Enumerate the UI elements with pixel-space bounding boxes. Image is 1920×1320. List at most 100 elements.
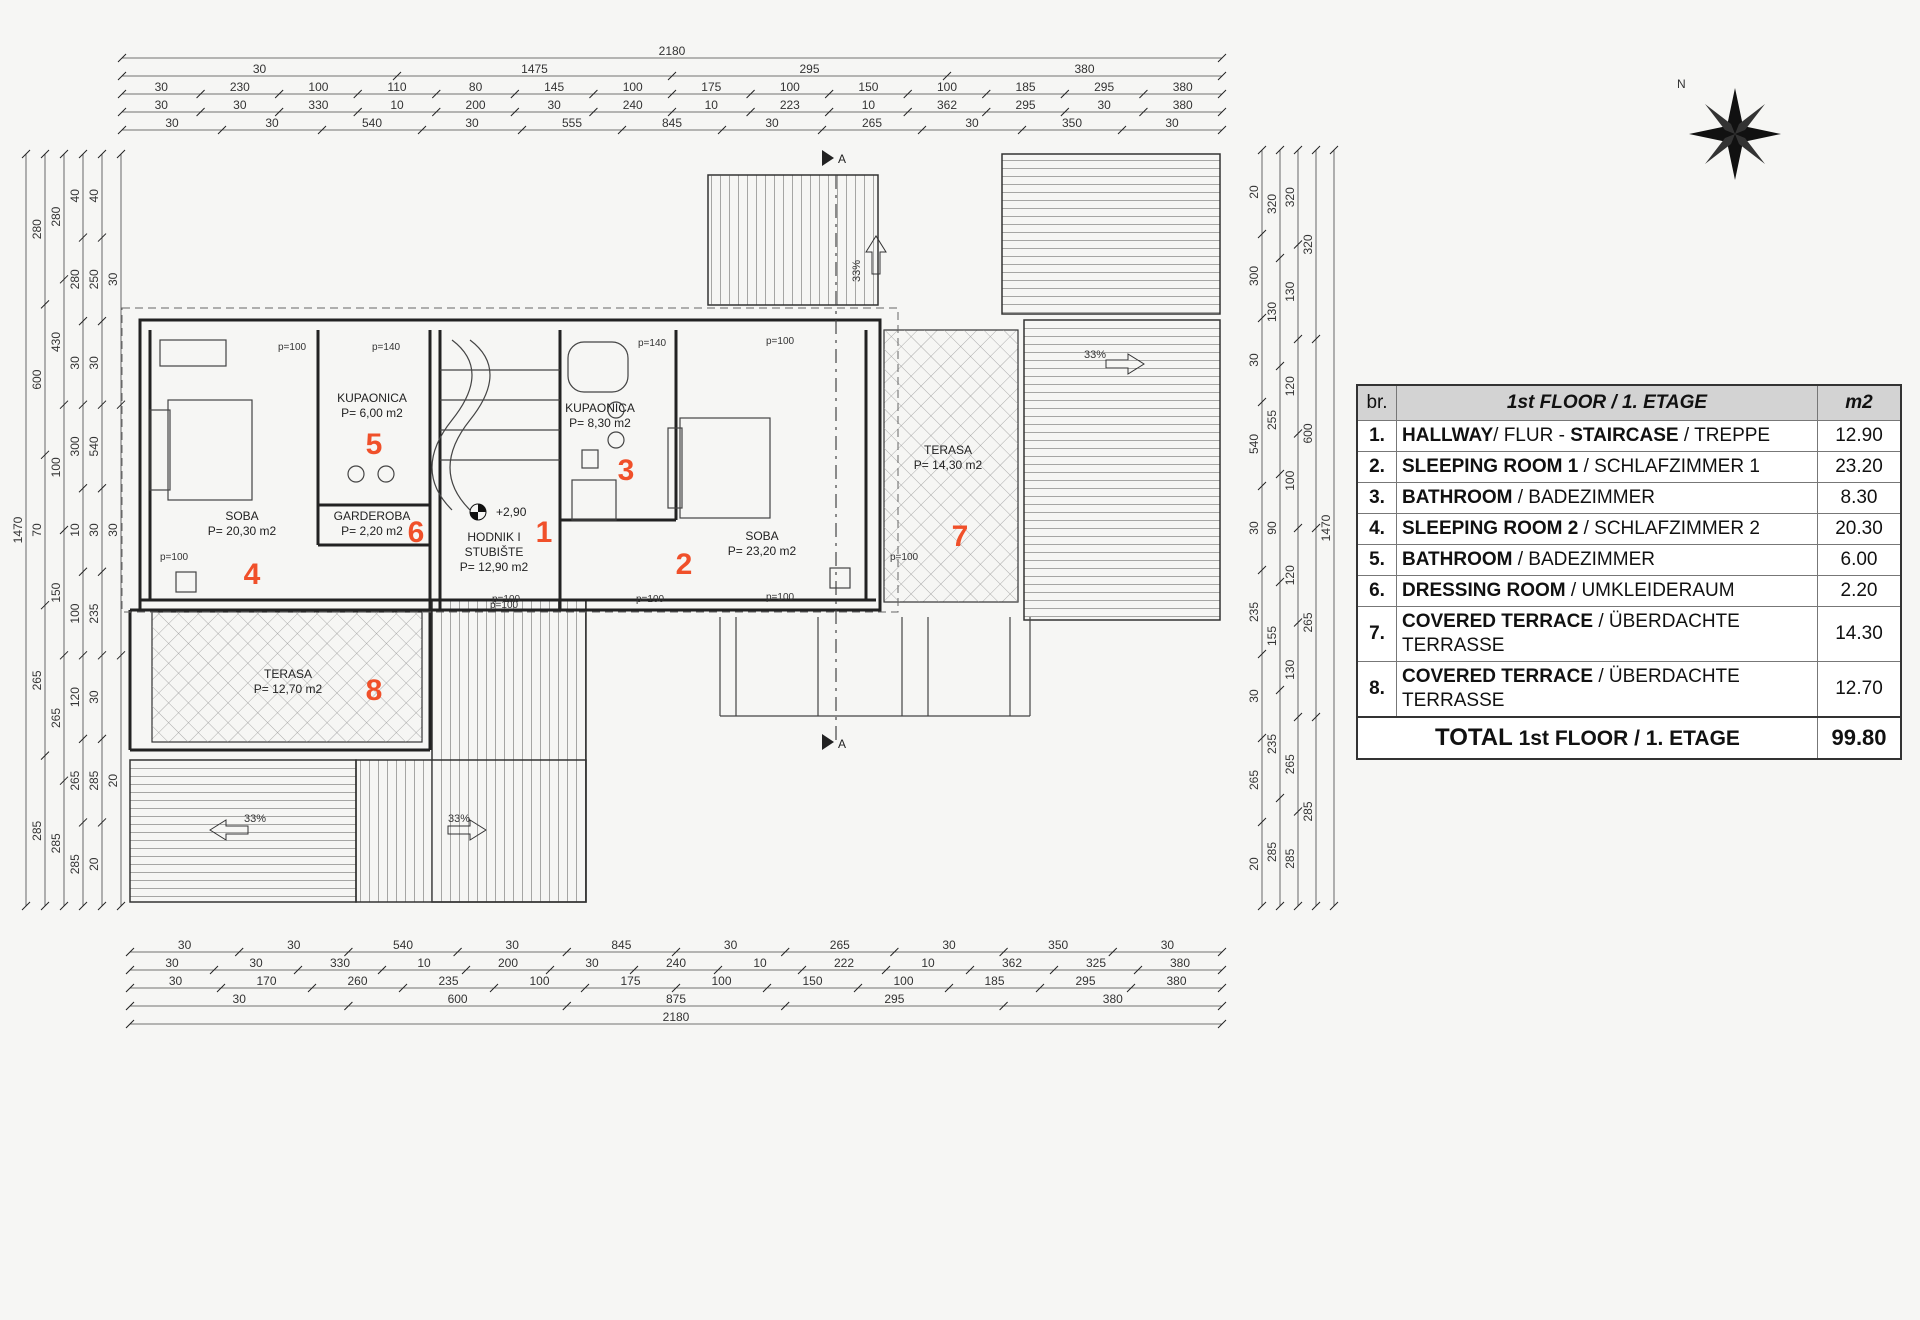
top-dim-2-6: 100 [623,80,643,94]
row-area-value: 12.90 [1817,420,1902,452]
slope-arrow-right: 33% [1084,349,1145,375]
right-dim-3-3: 285 [1301,801,1315,821]
room-area: P= 23,20 m2 [728,544,797,558]
bottom-dim-2-5: 175 [620,974,640,988]
room-number: 8 [366,674,383,707]
bottom-dim-1-4: 200 [498,956,518,970]
top-dim-1-2: 295 [799,62,819,76]
room-name: SOBA [745,529,778,543]
schedule-header-row: br. 1st FLOOR / 1. ETAGE m2 [1356,384,1902,421]
bottom-dim-2-7: 150 [802,974,822,988]
top-dim-2-13: 380 [1173,80,1193,94]
svg-text:A: A [838,737,846,751]
room-name: TERASA [924,443,972,457]
right-dim-2-4: 120 [1283,565,1297,585]
bottom-dim-1-5: 30 [585,956,599,970]
svg-text:33%: 33% [851,260,863,282]
row-number: 4. [1356,513,1397,545]
area-schedule-table: br. 1st FLOOR / 1. ETAGE m2 1.HALLWAY/ F… [1356,384,1902,760]
top-dim-4-4: 555 [562,116,582,130]
slope-arrow-top: 33% [851,235,887,282]
left-dim-4-3: 540 [87,436,101,456]
bottom-dim-0-3: 30 [506,938,520,952]
slope-arrow-bottom-right: 33% [447,813,487,841]
bottom-dim-3-0: 30 [233,992,247,1006]
bottom-dim-0-9: 30 [1161,938,1175,952]
row-number: 1. [1356,420,1397,452]
left-dim-1-4: 285 [30,820,44,840]
room-number: 1 [536,516,553,549]
row-area-value: 20.30 [1817,513,1902,545]
top-dim-1-3: 380 [1074,62,1094,76]
right-dim-1-5: 235 [1265,734,1279,754]
right-dim-0-2: 30 [1247,353,1261,367]
bottom-dim-2-11: 380 [1166,974,1186,988]
top-dim-2-8: 100 [780,80,800,94]
row-room-name: BATHROOM / BADEZIMMER [1396,482,1818,514]
svg-text:33%: 33% [1084,349,1106,361]
right-dim-0-5: 235 [1247,602,1261,622]
svg-text:33%: 33% [244,813,266,825]
room-number: 2 [676,548,693,581]
window-tag-2: p=140 [638,338,667,349]
top-dim-2-2: 100 [308,80,328,94]
bottom-dim-1-8: 222 [834,956,854,970]
row-area-value: 2.20 [1817,575,1902,607]
svg-text:N: N [1677,77,1686,91]
total-value: 99.80 [1817,716,1902,760]
window-tag-6: p=100 [766,592,795,603]
left-dim-2-1: 430 [49,332,63,352]
bottom-dim-2-2: 260 [347,974,367,988]
bottom-dim-2-9: 185 [984,974,1004,988]
left-dim-3-7: 265 [68,770,82,790]
level-value: +2,90 [496,505,527,519]
bottom-dim-0-4: 845 [611,938,631,952]
header-title: 1st FLOOR / 1. ETAGE [1396,384,1818,421]
bottom-dim-4-0: 2180 [663,1010,690,1024]
room-number: 5 [366,428,383,461]
bottom-dim-0-7: 30 [942,938,956,952]
left-dim-1-3: 265 [30,670,44,690]
top-dim-4-9: 350 [1062,116,1082,130]
bottom-dim-1-7: 10 [753,956,767,970]
bottom-dim-1-6: 240 [666,956,686,970]
left-dim-5-2: 20 [106,774,120,788]
bottom-dim-2-4: 100 [529,974,549,988]
row-area-value: 8.30 [1817,482,1902,514]
top-dim-4-0: 30 [165,116,179,130]
bottom-dim-2-6: 100 [711,974,731,988]
top-dim-4-10: 30 [1165,116,1179,130]
bottom-dim-2-3: 235 [438,974,458,988]
window-tag-1: p=140 [372,342,401,353]
room-name: KUPAONICA [565,401,635,415]
right-dim-1-1: 130 [1265,302,1279,322]
window-tag-3: p=100 [766,336,795,347]
top-dim-3-6: 240 [623,98,643,112]
room-number: 7 [952,520,969,553]
right-dim-2-0: 320 [1283,187,1297,207]
top-dim-3-9: 10 [862,98,876,112]
bottom-dim-3-3: 295 [884,992,904,1006]
bottom-dim-1-2: 330 [330,956,350,970]
left-dim-4-6: 30 [87,690,101,704]
room-area: P= 6,00 m2 [341,406,403,420]
top-dim-3-3: 10 [390,98,404,112]
row-number: 3. [1356,482,1397,514]
window-tag-7: p=100 [490,600,519,611]
left-dim-3-6: 120 [68,687,82,707]
left-dim-5-0: 30 [106,272,120,286]
top-dim-2-1: 230 [230,80,250,94]
window-tag-5: p=100 [636,594,665,605]
right-dim-0-7: 265 [1247,770,1261,790]
bottom-dim-2-10: 295 [1075,974,1095,988]
top-dim-1-1: 1475 [521,62,548,76]
row-room-name: SLEEPING ROOM 1 / SCHLAFZIMMER 1 [1396,451,1818,483]
